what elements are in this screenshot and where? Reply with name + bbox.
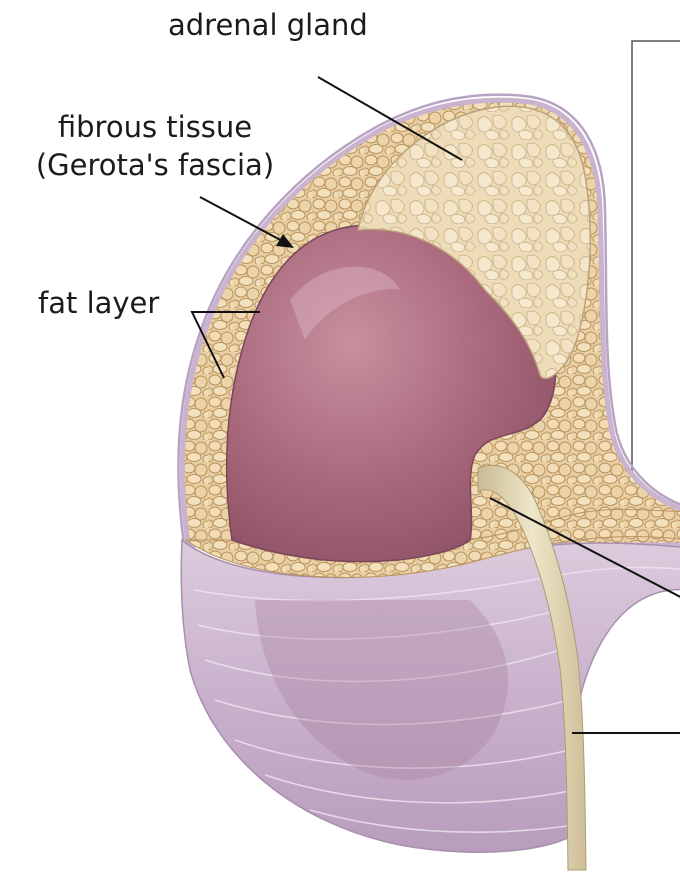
fascia-fiber-lines <box>194 566 680 833</box>
adrenal-gland <box>357 105 591 380</box>
fibrous-tissue-arrowhead <box>276 234 294 248</box>
kidney-lower-pole-silhouette <box>255 600 509 780</box>
adrenal-gland-leader <box>317 76 463 161</box>
fibrous-tissue-leader <box>199 196 289 245</box>
fat-layer-label: fat layer <box>38 286 160 320</box>
kidney-highlight <box>290 266 400 340</box>
fibrous-tissue-label: fibrous tissue (Gerota's fascia) <box>30 108 280 184</box>
fat-layer-leader <box>190 311 260 379</box>
legend-box <box>631 40 680 544</box>
fibrous-tissue-label-line1: fibrous tissue <box>57 110 253 144</box>
leader-lines <box>190 76 680 734</box>
gerotas-fascia-outline <box>177 93 680 546</box>
adrenal-gland-label: adrenal gland <box>168 8 368 42</box>
fibrous-tissue-label-line2: (Gerota's fascia) <box>35 148 275 182</box>
ureter-upper-leader <box>489 497 680 598</box>
